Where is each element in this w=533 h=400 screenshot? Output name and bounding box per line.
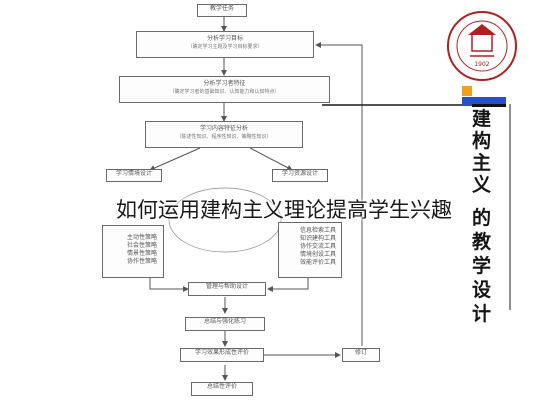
final-evaluation-label: 总结性评价 bbox=[206, 383, 237, 390]
strategy-box: 主动性策略 社会性策略 情景性策略 协作性策略 bbox=[102, 225, 164, 278]
strategy-2: 社会性策略 bbox=[126, 242, 157, 249]
content-label: 学习内容特征分析 bbox=[199, 125, 248, 132]
tools-box: 信息检索工具 知识建构工具 协作交流工具 情境创设工具 效能评价工具 bbox=[278, 222, 342, 278]
accent-bar-blue bbox=[462, 97, 506, 106]
evaluation-label: 学习效果形成性评价 bbox=[194, 349, 249, 356]
strategy-3: 情景性策略 bbox=[126, 250, 157, 257]
goal-box: 分析学习目标 （确定学习主题及学习目标要求） bbox=[136, 31, 314, 58]
tool-4: 情境创设工具 bbox=[299, 251, 336, 258]
strategy-4: 协作性策略 bbox=[126, 258, 157, 265]
final-evaluation-box: 总结性评价 bbox=[191, 382, 253, 396]
situation-design-box: 学习情境设计 bbox=[106, 169, 162, 182]
features-label: 分析学习者特征 bbox=[203, 80, 246, 87]
summary-box: 总结与强化练习 bbox=[185, 317, 265, 331]
manage-box: 管理与帮助设计 bbox=[188, 282, 266, 296]
vertical-char-3: 主 bbox=[472, 152, 492, 174]
manage-label: 管理与帮助设计 bbox=[205, 283, 248, 290]
task-box: 教学任务 bbox=[197, 4, 247, 17]
resource-design-label: 学习资源设计 bbox=[281, 170, 318, 177]
revise-box: 修订 bbox=[342, 348, 380, 362]
tool-1: 信息检索工具 bbox=[299, 227, 336, 234]
tool-2: 知识建构工具 bbox=[299, 235, 336, 242]
situation-design-label: 学习情境设计 bbox=[115, 170, 152, 177]
center-ellipse bbox=[168, 187, 282, 253]
vertical-char-1: 建 bbox=[472, 108, 492, 130]
vertical-char-2: 构 bbox=[472, 130, 492, 152]
resource-design-box: 学习资源设计 bbox=[272, 169, 328, 182]
vertical-char-6: 教 bbox=[472, 231, 492, 253]
university-seal: 1902 bbox=[447, 11, 517, 81]
vertical-char-5: 的 bbox=[472, 207, 492, 229]
arrow-revise-goal bbox=[315, 42, 363, 346]
revise-label: 修订 bbox=[354, 349, 367, 356]
goal-label: 分析学习目标 bbox=[206, 35, 243, 42]
strategy-1: 主动性策略 bbox=[126, 234, 157, 241]
summary-label: 总结与强化练习 bbox=[203, 318, 246, 325]
arrow-content-situation bbox=[149, 147, 201, 171]
vertical-char-9: 计 bbox=[472, 303, 492, 325]
evaluation-box: 学习效果形成性评价 bbox=[180, 348, 264, 362]
arrow-strategy-manage bbox=[149, 278, 189, 292]
vertical-char-8: 设 bbox=[472, 279, 492, 301]
tool-3: 协作交流工具 bbox=[299, 243, 336, 250]
features-box: 分析学习者特征 （确定学习者的基础知识、认知能力和认知特点） bbox=[119, 76, 330, 103]
tool-5: 效能评价工具 bbox=[299, 259, 336, 266]
svg-text:1902: 1902 bbox=[474, 61, 489, 68]
vertical-char-4: 义 bbox=[472, 174, 492, 196]
arrow-content-resource bbox=[249, 147, 293, 171]
accent-bar-orange bbox=[462, 86, 472, 96]
page-title: 如何运用建构主义理论提高学生兴趣 bbox=[116, 198, 452, 222]
content-box: 学习内容特征分析 （陈述性知识、程序性知识、策略性知识） bbox=[145, 121, 303, 148]
task-label: 教学任务 bbox=[209, 5, 234, 12]
accent-bar-dark bbox=[472, 104, 506, 107]
vertical-char-7: 学 bbox=[472, 255, 492, 277]
features-sub: （确定学习者的基础知识、认知能力和认知特点） bbox=[169, 89, 280, 95]
goal-sub: （确定学习主题及学习目标要求） bbox=[187, 44, 263, 50]
content-sub: （陈述性知识、程序性知识、策略性知识） bbox=[176, 134, 272, 140]
arrow-tools-manage bbox=[267, 278, 309, 292]
